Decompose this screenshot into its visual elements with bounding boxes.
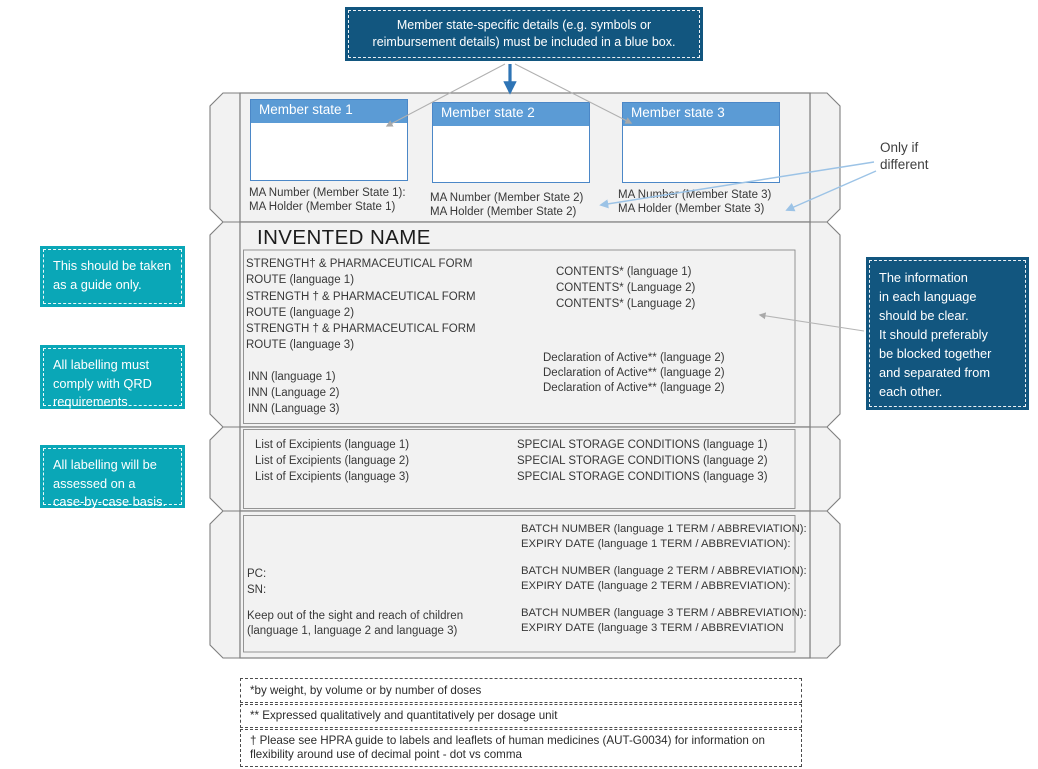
top-blue-box-note: Member state-specific details (e.g. symb…	[345, 7, 703, 61]
ma-lines-state-2: MA Number (Member State 2) MA Holder (Me…	[430, 191, 583, 220]
strength-route-block: STRENGTH† & PHARMACEUTICAL FORM ROUTE (l…	[246, 258, 476, 352]
keep-out-of-reach-block: Keep out of the sight and reach of child…	[247, 610, 464, 637]
language-blocking-note-text: The information in each language should …	[869, 260, 1026, 407]
language-blocking-note: The information in each language should …	[866, 257, 1029, 410]
member-state-2-box: Member state 2	[432, 102, 590, 183]
batch-expiry-group-1: BATCH NUMBER (language 1 TERM / ABBREVIA…	[521, 523, 807, 550]
batch-expiry-group-3: BATCH NUMBER (language 3 TERM / ABBREVIA…	[521, 607, 807, 634]
case-by-case-note: All labelling will be assessed on a case…	[40, 445, 185, 509]
footnote-hpra-guide: † Please see HPRA guide to labels and le…	[240, 729, 802, 767]
member-state-1-header: Member state 1	[251, 100, 407, 123]
qrd-requirements-note: All labelling must comply with QRD requi…	[40, 345, 185, 409]
only-if-different-note: Only if different	[880, 140, 929, 172]
contents-block: CONTENTS* (language 1) CONTENTS* (Langua…	[556, 266, 696, 310]
ma-holder-state-2: MA Holder (Member State 2)	[430, 206, 577, 219]
batch-expiry-group-2: BATCH NUMBER (language 2 TERM / ABBREVIA…	[521, 565, 807, 592]
qrd-requirements-note-text: All labelling must comply with QRD requi…	[43, 348, 182, 409]
inn-block: INN (language 1) INN (Language 2) INN (L…	[248, 371, 340, 415]
panel-inner-boxes	[243, 249, 796, 653]
member-state-3-header: Member state 3	[623, 103, 779, 126]
footnote-weight-volume: *by weight, by volume or by number of do…	[240, 678, 802, 703]
pc-sn-block: PC: SN:	[247, 568, 267, 596]
guide-only-note-text: This should be taken as a guide only.	[43, 249, 182, 304]
ma-holder-state-3: MA Holder (Member State 3)	[618, 203, 765, 216]
top-blue-box-note-text: Member state-specific details (e.g. symb…	[348, 10, 700, 58]
ma-number-state-3: MA Number (Member State 3)	[618, 189, 772, 201]
member-state-3-box: Member state 3	[622, 102, 780, 183]
ma-lines-state-1: MA Number (Member State 1): MA Holder (M…	[249, 186, 406, 215]
member-state-1-box: Member state 1	[250, 99, 408, 181]
member-state-2-header: Member state 2	[433, 103, 589, 126]
storage-conditions-block: SPECIAL STORAGE CONDITIONS (language 1) …	[517, 439, 768, 483]
excipients-block: List of Excipients (language 1) List of …	[255, 439, 410, 483]
ma-holder-state-1: MA Holder (Member State 1)	[249, 201, 396, 214]
ma-lines-state-3: MA Number (Member State 3) MA Holder (Me…	[618, 188, 771, 217]
declaration-of-active-block: Declaration of Active** (language 2) Dec…	[543, 352, 725, 395]
ma-number-state-2: MA Number (Member State 2)	[430, 192, 584, 204]
ma-number-state-1: MA Number (Member State 1):	[249, 187, 406, 199]
invented-name-title: INVENTED NAME	[257, 226, 431, 249]
case-by-case-note-text: All labelling will be assessed on a case…	[43, 448, 182, 509]
footnote-qualitative: ** Expressed qualitatively and quantitat…	[240, 704, 802, 728]
guide-only-note: This should be taken as a guide only.	[40, 246, 185, 307]
